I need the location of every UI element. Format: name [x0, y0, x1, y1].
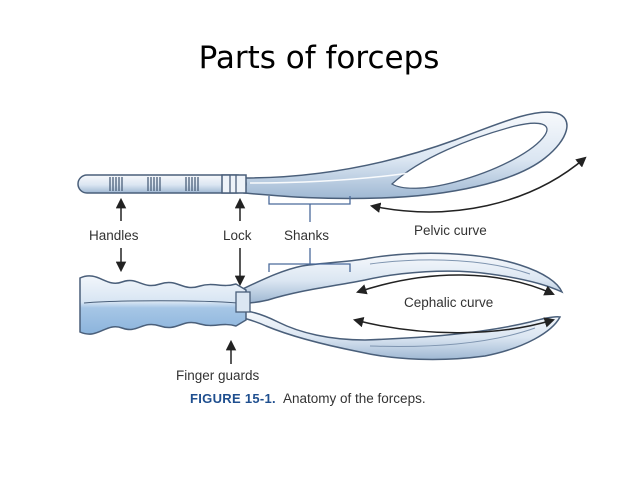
label-finger-guards: Finger guards	[176, 368, 260, 383]
label-shanks: Shanks	[284, 228, 329, 243]
cephalic-curve-arrow-lower	[352, 317, 556, 334]
caption-figure-number: FIGURE 15-1.	[190, 391, 276, 406]
lock-top	[235, 291, 251, 313]
label-cephalic-curve: Cephalic curve	[404, 295, 493, 310]
handle-grip	[79, 275, 247, 335]
cephalic-curve-arrow-upper	[356, 274, 555, 296]
label-lock: Lock	[223, 228, 252, 243]
forceps-top-view	[79, 252, 564, 361]
label-pelvic-curve: Pelvic curve	[414, 223, 487, 238]
shank-brackets	[268, 196, 351, 272]
curve-arrows	[352, 156, 587, 334]
caption-text: Anatomy of the forceps.	[283, 391, 426, 406]
label-handles: Handles	[89, 228, 139, 243]
lower-blade	[235, 309, 562, 361]
lock-side	[221, 174, 247, 194]
handle-ridges	[109, 177, 199, 191]
slide-title: Parts of forceps	[198, 40, 440, 76]
upper-blade	[235, 252, 564, 304]
pelvic-curve-arrow	[369, 156, 587, 213]
annotation-lines	[115, 197, 246, 364]
handle-side	[77, 174, 247, 194]
forceps-side-view	[77, 111, 568, 200]
